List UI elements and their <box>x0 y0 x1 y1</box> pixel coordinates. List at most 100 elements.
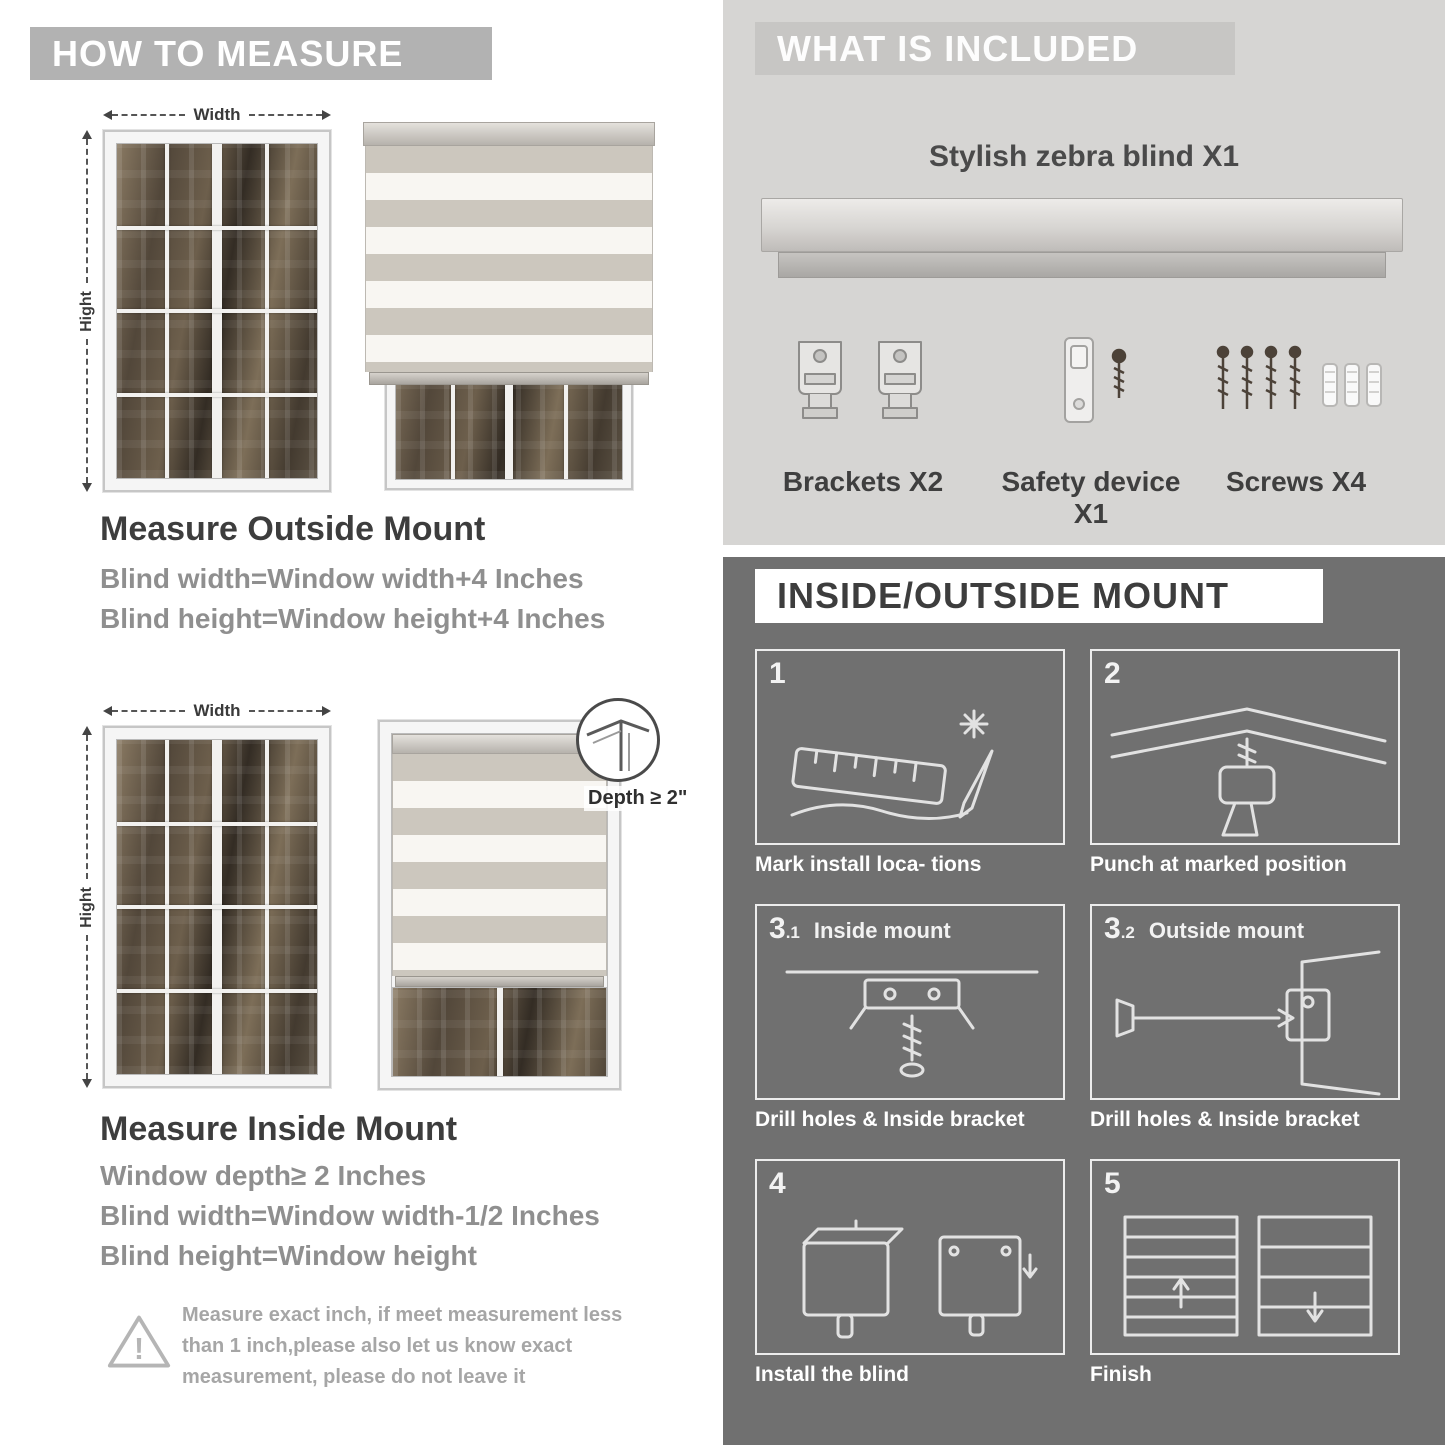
step-caption-2: Punch at marked position <box>1090 853 1347 876</box>
window-glass <box>392 987 607 1076</box>
how-to-measure-title: HOW TO MEASURE <box>52 32 404 74</box>
zebra-blind-headrail-bottom <box>778 252 1386 278</box>
what-is-included-panel: WHAT IS INCLUDED Stylish zebra blind X1 <box>723 0 1445 545</box>
step-number: 4 <box>769 1167 800 1201</box>
svg-text:!: ! <box>134 1333 144 1366</box>
step-num-text: 5 <box>1104 1167 1121 1200</box>
install-blind-illustration <box>802 1219 1038 1339</box>
height-label: Hight <box>78 290 95 332</box>
inside-mount-rule-width: Blind width=Window width-1/2 Inches <box>100 1200 600 1231</box>
what-is-included-banner: WHAT IS INCLUDED <box>755 22 1235 75</box>
arrow-up-icon <box>82 130 92 139</box>
inside-mount-rule-height: Blind height=Window height <box>100 1240 477 1271</box>
mount-instructions-banner: INSIDE/OUTSIDE MOUNT <box>755 569 1323 623</box>
mount-instructions-title: INSIDE/OUTSIDE MOUNT <box>777 575 1230 616</box>
inside-bracket-illustration <box>785 970 1039 1078</box>
blind-fabric <box>392 754 607 976</box>
outside-mount-rule-width: Blind width=Window width+4 Inches <box>100 563 584 594</box>
step-caption-4: Install the blind <box>755 1363 910 1386</box>
step-num-text: 3 <box>1104 912 1121 945</box>
arrow-down-icon <box>82 1079 92 1088</box>
step-panel-5: 5 <box>1090 1159 1400 1355</box>
step-number: 1 <box>769 657 800 691</box>
zebra-blind-headrail <box>761 198 1403 252</box>
blind-cassette <box>363 122 655 146</box>
outside-bracket-illustration <box>1115 950 1381 1096</box>
step-sub-text: .1 <box>785 923 800 942</box>
window-illustration-inside <box>103 726 331 1088</box>
blind-bottom-rail <box>369 372 649 385</box>
inside-mount-heading: Measure Inside Mount <box>100 1110 458 1148</box>
width-label: Width <box>193 105 241 124</box>
finish-illustration <box>1123 1215 1373 1337</box>
blind-cassette <box>392 734 607 754</box>
step-sub-text: .2 <box>1120 923 1135 942</box>
window-mullion <box>117 309 317 313</box>
bracket-icon <box>878 341 922 419</box>
step-panel-1: 1 <box>755 649 1065 845</box>
depth-callout-circle <box>576 698 660 782</box>
blind-quantity-label: Stylish zebra blind X1 <box>928 140 1240 173</box>
step-num-text: 1 <box>769 657 786 690</box>
step-panel-3-1: 3.1 Inside mount <box>755 904 1065 1100</box>
step-num-text: 2 <box>1104 657 1121 690</box>
inside-mount-rule-depth: Window depth≥ 2 Inches <box>100 1160 427 1191</box>
mount-instructions-panel: INSIDE/OUTSIDE MOUNT 1 Mark install loca… <box>723 557 1445 1445</box>
window-glass <box>116 739 318 1075</box>
screws-label: Screws X4 <box>1225 466 1367 497</box>
step-caption-3-2: Drill holes & Inside bracket <box>1090 1108 1360 1131</box>
window-opening <box>391 733 608 1077</box>
window-mullion <box>117 392 317 397</box>
window-corner-zoom-icon <box>586 719 650 771</box>
arrow-left-icon <box>103 110 112 120</box>
how-to-measure-banner: HOW TO MEASURE <box>30 27 492 80</box>
window-mullion <box>117 905 317 909</box>
arrow-left-icon <box>103 706 112 716</box>
height-arrow: Hight <box>78 726 96 1088</box>
height-arrow: Hight <box>78 130 96 492</box>
safety-device-label: Safety device X1 <box>1001 466 1181 529</box>
bracket-icon <box>798 341 842 419</box>
what-is-included-title: WHAT IS INCLUDED <box>777 27 1139 69</box>
window-mullion <box>117 225 317 230</box>
outside-mount-rule-height: Blind height=Window height+4 Inches <box>100 603 606 634</box>
width-label: Width <box>193 701 241 720</box>
arrow-down-icon <box>82 483 92 492</box>
step-num-text: 4 <box>769 1167 786 1200</box>
depth-label: Depth ≥ 2" <box>584 786 692 811</box>
screws-icon <box>1216 345 1382 409</box>
window-glass <box>116 143 318 479</box>
step-num-text: 3 <box>769 912 786 945</box>
drill-illustration <box>1110 707 1387 837</box>
safety-device-icon <box>1064 337 1127 423</box>
step-panel-2: 2 <box>1090 649 1400 845</box>
step-caption-5: Finish <box>1090 1363 1152 1386</box>
step-number: 5 <box>1104 1167 1135 1201</box>
width-arrow: Width <box>103 105 331 124</box>
arrow-right-icon <box>322 110 331 120</box>
blind-inside-illustration <box>378 720 621 1090</box>
blind-fabric <box>365 146 653 372</box>
outside-mount-heading: Measure Outside Mount <box>100 510 486 548</box>
window-mullion <box>496 988 503 1076</box>
arrow-up-icon <box>82 726 92 735</box>
step-number: 3.1 Inside mount <box>769 912 951 946</box>
warning-triangle-icon: ! <box>107 1315 171 1368</box>
step-number: 3.2 Outside mount <box>1104 912 1304 946</box>
blind-bottom-rail <box>395 976 604 987</box>
step-caption-3-1: Drill holes & Inside bracket <box>755 1108 1025 1131</box>
measure-note: Measure exact inch, if meet measurement … <box>182 1304 623 1388</box>
step-panel-3-2: 3.2 Outside mount <box>1090 904 1400 1100</box>
blind-outside-illustration <box>363 122 655 490</box>
step-panel-4: 4 <box>755 1159 1065 1355</box>
width-arrow: Width <box>103 701 331 720</box>
window-mullion <box>117 821 317 826</box>
height-label: Hight <box>78 886 95 928</box>
step-number: 2 <box>1104 657 1135 691</box>
window-illustration-outside <box>103 130 331 492</box>
step-title-text: Outside mount <box>1148 918 1305 943</box>
step-caption-1: Mark install loca- tions <box>755 853 982 876</box>
window-mullion <box>117 988 317 993</box>
arrow-right-icon <box>322 706 331 716</box>
